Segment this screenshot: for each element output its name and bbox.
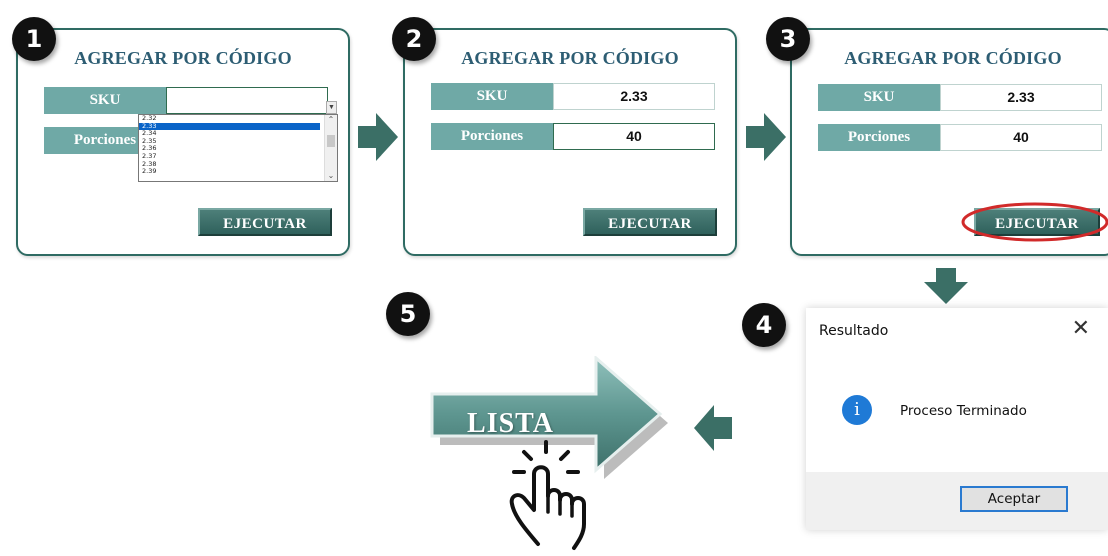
hand-pointer-icon	[509, 440, 586, 550]
step-badge-3: 3	[766, 17, 810, 61]
dialog-footer: Aceptar	[806, 472, 1108, 530]
dropdown-scrollbar[interactable]: ⌃ ⌄	[324, 115, 337, 181]
dropdown-option-selected[interactable]: 2.33	[139, 122, 320, 131]
panel-step-2: AGREGAR POR CÓDIGO SKU 2.33 Porciones 40…	[403, 28, 737, 256]
sku-label: SKU	[44, 87, 166, 114]
chevron-down-icon[interactable]: ▼	[326, 101, 337, 114]
scrollbar-thumb[interactable]	[327, 135, 335, 147]
dropdown-option[interactable]: 2.34	[142, 129, 157, 138]
sku-dropdown-list[interactable]: 2.32 2.33 2.34 2.35 2.36 2.37 2.38 2.39 …	[138, 114, 338, 182]
step-badge-2: 2	[392, 17, 436, 61]
close-icon[interactable]: ✕	[1071, 316, 1090, 341]
execute-button[interactable]: EJECUTAR	[583, 208, 717, 236]
sku-label: SKU	[818, 84, 940, 111]
lista-label: LISTA	[467, 408, 554, 439]
sku-label: SKU	[431, 83, 553, 110]
dropdown-option[interactable]: 2.38	[142, 159, 157, 168]
flow-arrow-left-icon	[694, 405, 732, 451]
dialog-message: Proceso Terminado	[900, 403, 1027, 419]
step-badge-4: 4	[742, 303, 786, 347]
panel-step-1: AGREGAR POR CÓDIGO SKU ▼ Porciones 2.32 …	[16, 28, 350, 256]
info-icon: i	[842, 395, 872, 425]
dropdown-option[interactable]: 2.32	[142, 114, 157, 122]
chevron-down-icon[interactable]: ⌄	[327, 171, 335, 180]
porciones-label: Porciones	[818, 124, 940, 151]
panel-title: AGREGAR POR CÓDIGO	[844, 48, 1062, 68]
sku-input[interactable]: 2.33	[553, 83, 715, 110]
panel-title: AGREGAR POR CÓDIGO	[461, 48, 679, 68]
panel-step-3: AGREGAR POR CÓDIGO SKU 2.33 Porciones 40…	[790, 28, 1108, 256]
flow-arrow-down-icon	[924, 268, 968, 304]
dialog-title: Resultado	[819, 323, 889, 339]
execute-button[interactable]: EJECUTAR	[198, 208, 332, 236]
big-arrow-icon	[430, 356, 668, 479]
highlight-ellipse	[961, 202, 1108, 242]
porciones-input[interactable]: 40	[553, 123, 715, 150]
panel-title: AGREGAR POR CÓDIGO	[74, 48, 292, 68]
accept-button[interactable]: Aceptar	[960, 486, 1068, 512]
porciones-label: Porciones	[431, 123, 553, 150]
lista-button[interactable]: LISTA	[428, 356, 668, 486]
flow-arrow-right-icon	[358, 113, 398, 161]
flow-arrow-right-icon	[746, 113, 786, 161]
sku-input[interactable]: 2.33	[940, 84, 1102, 111]
step-badge-5: 5	[386, 292, 430, 336]
result-dialog: Resultado ✕ i Proceso Terminado Aceptar	[806, 308, 1108, 530]
sku-combobox[interactable]	[166, 87, 328, 114]
chevron-up-icon[interactable]: ⌃	[327, 115, 335, 124]
porciones-input[interactable]: 40	[940, 124, 1102, 151]
dropdown-option[interactable]: 2.37	[142, 151, 157, 160]
execute-button[interactable]: EJECUTAR	[974, 208, 1100, 236]
step-badge-1: 1	[12, 17, 56, 61]
dropdown-option[interactable]: 2.39	[142, 167, 157, 176]
dropdown-option[interactable]: 2.35	[142, 136, 157, 145]
dropdown-option[interactable]: 2.36	[142, 144, 157, 153]
